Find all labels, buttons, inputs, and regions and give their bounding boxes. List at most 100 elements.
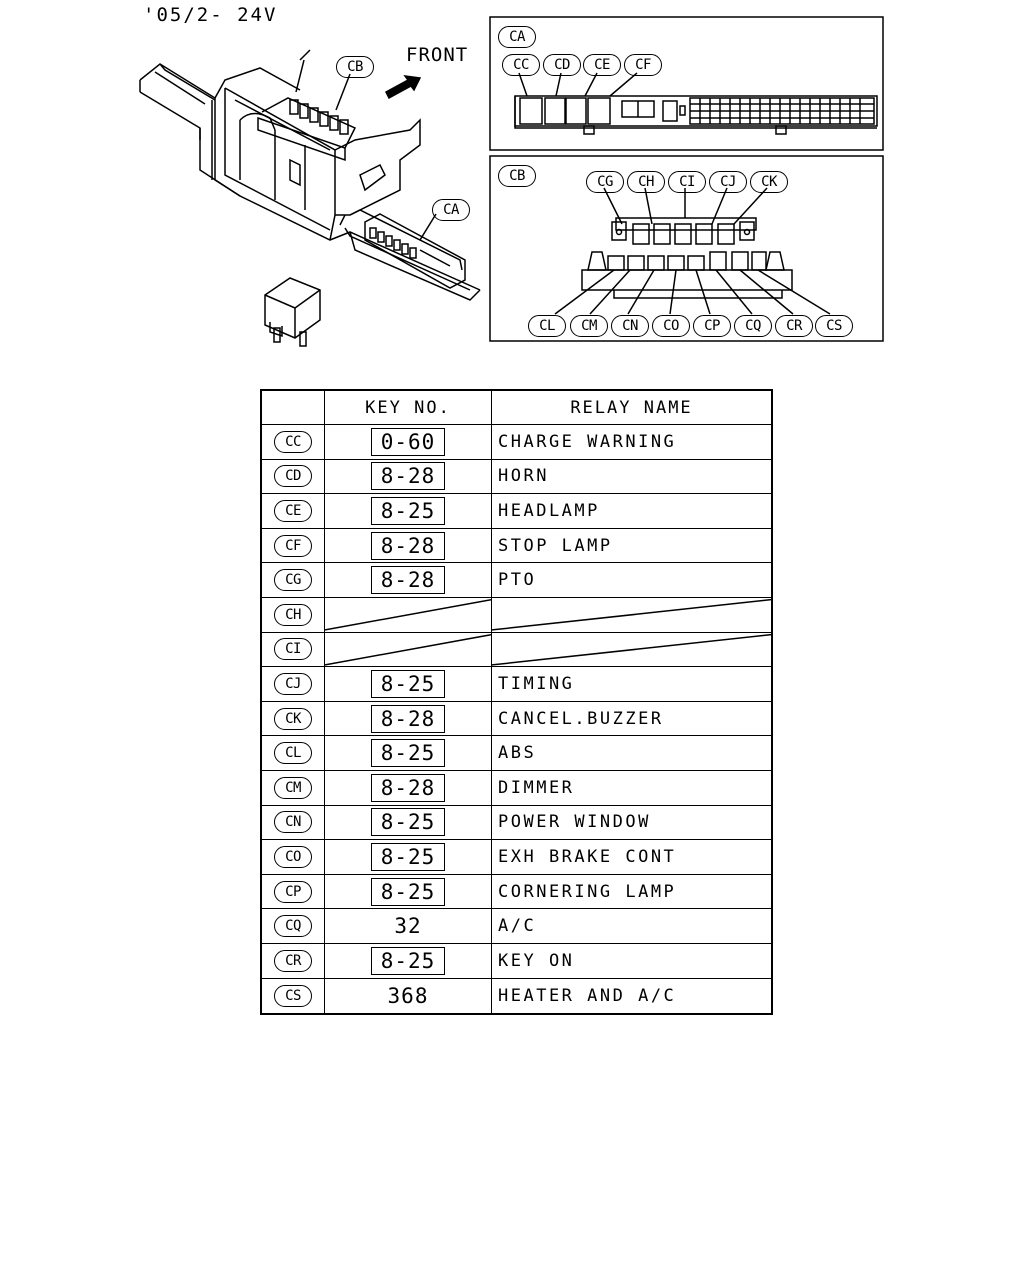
callout-ce: CE (583, 54, 621, 76)
header-relay-name: RELAY NAME (570, 397, 693, 418)
front-label: FRONT (406, 44, 469, 66)
key-number: 8-25 (371, 739, 445, 768)
table-row: CL 8-25 ABS (262, 736, 771, 771)
box-ca-frame (489, 16, 884, 151)
callout-cf: CF (624, 54, 662, 76)
key-number: 8-28 (371, 704, 445, 733)
relay-name: CORNERING LAMP (498, 881, 677, 902)
relay-name: ABS (498, 743, 537, 764)
key-number: 8-28 (371, 531, 445, 560)
relay-unit-drawing (264, 277, 321, 347)
table-row: CQ 32 A/C (262, 909, 771, 944)
relay-code-label: CN (274, 811, 312, 834)
table-row: CM 8-28 DIMMER (262, 770, 771, 806)
relay-code-label: CJ (274, 672, 312, 695)
callout-cc: CC (502, 54, 540, 76)
relay-code-label: CI (274, 638, 312, 661)
relay-name: PTO (498, 570, 537, 591)
front-arrow-icon (385, 75, 422, 100)
callout-cg: CG (586, 171, 624, 193)
table-row: CC 0-60 CHARGE WARNING (262, 425, 771, 460)
header-code (262, 391, 325, 424)
relay-name: HORN (498, 466, 549, 487)
relay-name: CANCEL.BUZZER (498, 708, 664, 729)
relay-code-label: CQ (274, 915, 312, 938)
table-row: CF 8-28 STOP LAMP (262, 528, 771, 564)
box-cb-frame (489, 155, 884, 342)
relay-name: POWER WINDOW (498, 812, 651, 833)
relay-name: A/C (498, 916, 537, 937)
empty-cell-diagonal (492, 633, 771, 667)
header-key-no: KEY NO. (325, 391, 492, 424)
callout-cb-box: CB (498, 165, 536, 187)
relay-code-label: CP (274, 880, 312, 903)
chassis-frame-drawing (139, 49, 481, 301)
relay-name: DIMMER (498, 777, 575, 798)
callout-co: CO (652, 315, 690, 337)
relay-code-label: CF (274, 534, 312, 557)
relay-name: EXH BRAKE CONT (498, 846, 677, 867)
relay-code-label: CL (274, 742, 312, 765)
relay-code-label: CD (274, 465, 312, 488)
callout-cq: CQ (734, 315, 772, 337)
table-row: CN 8-25 POWER WINDOW (262, 805, 771, 841)
key-number: 0-60 (371, 427, 445, 456)
relay-name: STOP LAMP (498, 535, 613, 556)
table-row: CS 368 HEATER AND A/C (262, 978, 771, 1014)
callout-cm: CM (570, 315, 608, 337)
callout-cl: CL (528, 315, 566, 337)
relay-code-label: CK (274, 707, 312, 730)
key-number: 8-25 (371, 496, 445, 525)
relay-code-label: CE (274, 499, 312, 522)
table-row: CI (262, 632, 771, 668)
callout-cb-main: CB (336, 56, 374, 78)
key-number: 8-25 (371, 877, 445, 906)
empty-cell-diagonal (492, 598, 771, 632)
key-number: 8-28 (371, 773, 445, 802)
relay-name: TIMING (498, 673, 575, 694)
table-row: CP 8-25 CORNERING LAMP (262, 874, 771, 910)
relay-name: HEADLAMP (498, 500, 600, 521)
table-row: CH (262, 597, 771, 633)
key-number: 8-25 (371, 669, 445, 698)
relay-code-label: CG (274, 569, 312, 592)
callout-cn: CN (611, 315, 649, 337)
table-row: CG 8-28 PTO (262, 563, 771, 598)
key-number: 8-28 (371, 566, 445, 595)
callout-cj: CJ (709, 171, 747, 193)
diagram-heading: '05/2- 24V (143, 4, 278, 26)
key-number: 368 (387, 983, 429, 1008)
table-row: CO 8-25 EXH BRAKE CONT (262, 840, 771, 875)
relay-code-label: CC (274, 430, 312, 453)
callout-ch: CH (627, 171, 665, 193)
relay-code-label: CH (274, 603, 312, 626)
relay-code-label: CR (274, 949, 312, 972)
relay-name: CHARGE WARNING (498, 431, 677, 452)
callout-cd: CD (543, 54, 581, 76)
relay-name: KEY ON (498, 950, 575, 971)
callout-ca-box: CA (498, 26, 536, 48)
relay-code-label: CM (274, 776, 312, 799)
empty-cell-diagonal (325, 633, 491, 667)
relay-location-diagram (139, 16, 884, 347)
callout-ck: CK (750, 171, 788, 193)
table-row: CE 8-25 HEADLAMP (262, 494, 771, 529)
callout-ci: CI (668, 171, 706, 193)
key-number: 8-25 (371, 842, 445, 871)
table-row: CJ 8-25 TIMING (262, 667, 771, 702)
key-number: 8-25 (371, 946, 445, 975)
callout-cs: CS (815, 315, 853, 337)
relay-code-label: CO (274, 845, 312, 868)
callout-cr: CR (775, 315, 813, 337)
relay-code-label: CS (274, 984, 312, 1007)
relay-name: HEATER AND A/C (498, 985, 677, 1006)
callout-ca-main: CA (432, 199, 470, 221)
empty-cell-diagonal (325, 598, 491, 632)
table-row: CR 8-25 KEY ON (262, 943, 771, 979)
key-number: 8-25 (371, 808, 445, 837)
table-header-row: KEY NO. RELAY NAME (262, 391, 771, 425)
key-number: 32 (394, 914, 422, 939)
